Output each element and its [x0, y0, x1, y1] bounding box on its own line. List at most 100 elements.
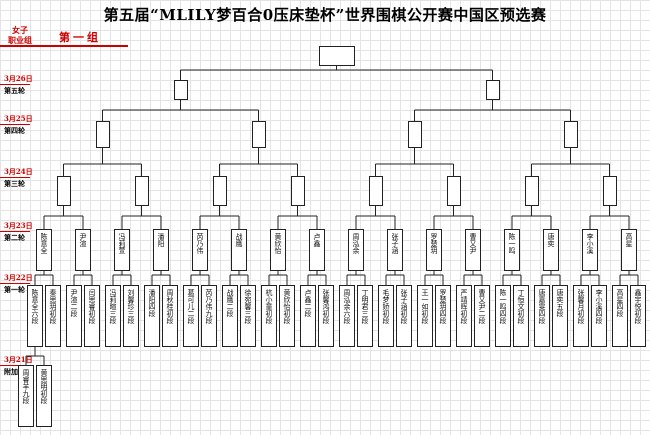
round2-player-box: 罗楚玥 — [426, 229, 442, 271]
round4-box — [95, 121, 110, 148]
round1-player-box-text: 曹又尹二段 — [478, 289, 486, 324]
round1-player-box-text: 刘馨珍三段 — [127, 289, 135, 324]
round2-player-box: 卢鑫 — [309, 229, 325, 271]
round1-player-box: 鑫宇悦初段 — [630, 285, 646, 347]
prelim-player-box: 黄思明初段 — [36, 365, 52, 427]
round3-date: 3月24日 — [4, 167, 33, 176]
round1-player-box: 唐奕五段 — [552, 285, 568, 347]
round2-player-box: 黄欣怡 — [270, 229, 286, 271]
round1-player-box: 丁明君三段 — [357, 285, 373, 347]
round1-player-box-text: 冯莉暄三段 — [109, 289, 117, 324]
prelim-player-box: 周睿羊九段 — [18, 365, 34, 427]
round1-player-box-text: 黄欣怡初段 — [283, 289, 291, 324]
round2-divider — [0, 231, 30, 232]
round5-date: 3月26日 — [4, 74, 33, 83]
round1-player-box-text: 唐嘉雯四段 — [538, 289, 546, 324]
round1-player-box-text: 尹渲二段 — [70, 289, 78, 317]
round2-player-box-text: 李小溪 — [586, 233, 594, 254]
round2-player-box: 陈意全 — [36, 229, 52, 271]
round2-player-box-text: 张子涵 — [391, 233, 399, 254]
round1-player-box-text: 潘阳四段 — [148, 289, 156, 317]
round2-player-box-text: 卢鑫 — [313, 233, 321, 247]
round1-player-box: 周泓余六段 — [339, 285, 355, 347]
round2-player-box: 高星 — [621, 229, 637, 271]
round2-player-box-text: 陈一鸣 — [508, 233, 516, 254]
round2-player-box-text: 芮乃伟 — [196, 233, 204, 254]
round3-box — [212, 176, 227, 206]
round2-player-box-text: 罗楚玥 — [430, 233, 438, 254]
round5-label: 第五轮 — [4, 86, 25, 95]
round1-player-box-text: 丁恒文初段 — [517, 289, 525, 324]
champion-box — [318, 46, 355, 66]
round1-player-box: 李小溪四段 — [591, 285, 607, 347]
round3-box — [524, 176, 539, 206]
round2-player-box-text: 陈意全 — [40, 233, 48, 254]
round1-player-box-text: 高星四段 — [616, 289, 624, 317]
round1-player-box-text: 鑫宇悦初段 — [634, 289, 642, 324]
prelim-date: 3月21日 — [4, 355, 33, 364]
round2-player-box: 尹渲 — [75, 229, 91, 271]
round1-player-box: 张馨鸿初段 — [318, 285, 334, 347]
round1-player-box: 严靖晖初段 — [456, 285, 472, 347]
round1-player-box-text: 王一如初段 — [421, 289, 429, 324]
round2-player-box: 陈一鸣 — [504, 229, 520, 271]
round1-player-box: 葛可儿二段 — [183, 285, 199, 347]
round3-divider — [0, 177, 30, 178]
round1-player-box-text: 张馨月初段 — [577, 289, 585, 324]
round2-player-box: 唐奕 — [543, 229, 559, 271]
round1-player-box-text: 秦思玥初段 — [49, 289, 57, 324]
round3-box — [134, 176, 149, 206]
round1-player-box: 战鹰二段 — [222, 285, 238, 347]
round2-player-box: 战鹰 — [231, 229, 247, 271]
round1-player-box: 高星四段 — [612, 285, 628, 347]
round3-box — [446, 176, 461, 206]
round2-player-box-text: 高星 — [625, 233, 633, 247]
round2-player-box: 芮乃伟 — [192, 229, 208, 271]
round1-player-box-text: 战鹰二段 — [226, 289, 234, 317]
round1-player-box-text: 张馨鸿初段 — [322, 289, 330, 324]
round2-player-box-text: 黄欣怡 — [274, 233, 282, 254]
round5-divider — [0, 84, 30, 85]
round1-player-box: 冯莉暄三段 — [105, 285, 121, 347]
round1-player-box-text: 李小溪四段 — [595, 289, 603, 324]
round1-player-box: 陈意全六段 — [27, 285, 43, 347]
round1-player-box-text: 葛可儿二段 — [187, 289, 195, 324]
category-label: 女子 — [12, 25, 28, 35]
round1-player-box-text: 陈一鸣四段 — [499, 289, 507, 324]
round4-box — [563, 121, 578, 148]
round1-player-box: 尹渲二段 — [66, 285, 82, 347]
round1-player-box: 卢鑫二段 — [300, 285, 316, 347]
round2-label: 第二轮 — [4, 233, 25, 242]
round1-player-box-text: 丁明君三段 — [361, 289, 369, 324]
round1-player-box: 丁恒文初段 — [513, 285, 529, 347]
round1-player-box: 秦思玥初段 — [45, 285, 61, 347]
round1-player-box-text: 罗楚玥四段 — [439, 289, 447, 324]
round2-player-box-text: 周泓余 — [352, 233, 360, 254]
round1-player-box-text: 徐宛馨三段 — [244, 289, 252, 324]
round1-player-box-text: 毛梦娇初段 — [382, 289, 390, 324]
prelim-label: 附加赛 — [4, 367, 25, 376]
round1-player-box: 黄欣怡初段 — [279, 285, 295, 347]
round1-player-box-text: 张子涵初段 — [400, 289, 408, 324]
round1-player-box-text: 严靖晖初段 — [460, 289, 468, 324]
round1-player-box-text: 杭小童初段 — [265, 289, 273, 324]
round4-date: 3月25日 — [4, 114, 33, 123]
prelim-player-box-text: 黄思明初段 — [40, 369, 48, 404]
round4-box — [251, 121, 266, 148]
group-label: 第一组 — [59, 31, 101, 44]
round1-date: 3月22日 — [4, 273, 33, 282]
round1-player-box: 王一如初段 — [417, 285, 433, 347]
round1-divider — [0, 283, 30, 284]
header-divider — [0, 45, 128, 47]
round1-player-box: 罗楚玥四段 — [435, 285, 451, 347]
round2-player-box-text: 战鹰 — [235, 233, 243, 247]
page-title: 第五届“MLILY梦百合0压床垫杯”世界围棋公开赛中国区预选赛 — [103, 6, 547, 24]
round1-player-box-text: 闫思睿初段 — [88, 289, 96, 324]
round1-player-box: 闫思睿初段 — [84, 285, 100, 347]
round5-box — [485, 80, 500, 100]
round4-box — [407, 121, 422, 148]
round1-player-box: 陈一鸣四段 — [495, 285, 511, 347]
round1-player-box-text: 卢鑫二段 — [304, 289, 312, 317]
round1-player-box-text: 唐奕五段 — [556, 289, 564, 317]
